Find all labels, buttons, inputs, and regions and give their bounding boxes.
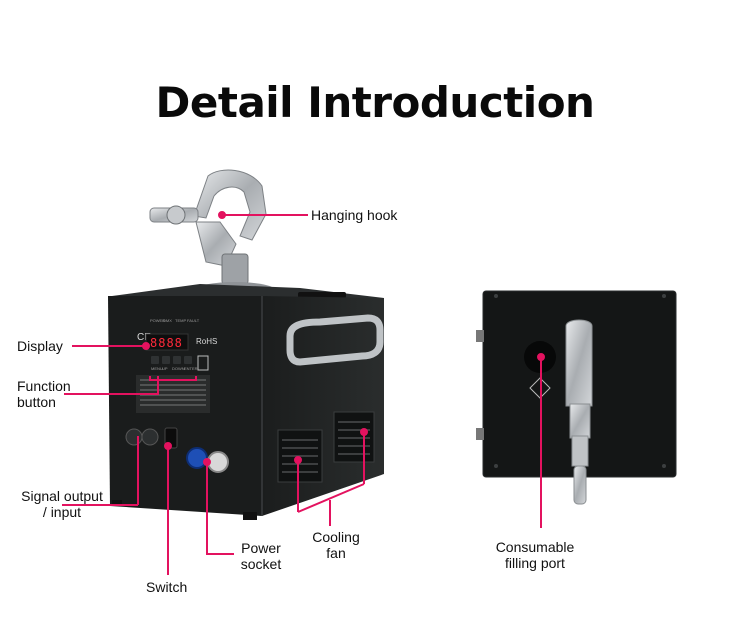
function-buttons bbox=[151, 356, 192, 364]
enter-button[interactable] bbox=[184, 356, 192, 364]
button-label: ENTER bbox=[184, 366, 198, 371]
dmx-out-connector[interactable] bbox=[125, 428, 143, 446]
button-label: MENU bbox=[151, 366, 163, 371]
up-button[interactable] bbox=[162, 356, 170, 364]
signal-label: Signal output / input bbox=[14, 488, 110, 520]
hanging-hook-clamp bbox=[149, 169, 275, 298]
top-leds: POWER DMX TEMP FAULT bbox=[150, 318, 200, 323]
button-label: UP bbox=[162, 366, 168, 371]
manual-icon bbox=[197, 355, 209, 371]
display-readout: 8888 bbox=[150, 336, 183, 350]
function-button-label: Function button bbox=[17, 378, 71, 410]
power-in-socket[interactable] bbox=[186, 447, 208, 469]
menu-button[interactable] bbox=[151, 356, 159, 364]
switch-label: Switch bbox=[146, 579, 188, 595]
button-label: DOWN bbox=[172, 366, 185, 371]
power-socket-label-line1: Power bbox=[241, 540, 281, 556]
callout-lines bbox=[62, 211, 545, 575]
hanging-hook-label: Hanging hook bbox=[311, 207, 398, 223]
dmx-in-connector[interactable] bbox=[141, 428, 159, 446]
ce-mark: CE bbox=[137, 332, 151, 343]
rohs-mark: RoHS bbox=[196, 337, 217, 346]
page-title: Detail Introduction bbox=[155, 78, 595, 127]
led-label: TEMP bbox=[175, 318, 186, 323]
signal-label-line2: / input bbox=[42, 504, 82, 520]
consumable-port-label: Consumable filling port bbox=[480, 539, 590, 571]
signal-label-line1: Signal output bbox=[21, 488, 103, 504]
cooling-fans bbox=[277, 411, 375, 483]
carry-handle bbox=[286, 314, 384, 366]
cooling-fan-label-line1: Cooling bbox=[312, 529, 360, 545]
display-label: Display bbox=[17, 338, 63, 354]
power-socket-label-line2: socket bbox=[240, 556, 282, 572]
consumable-port-label-line1: Consumable bbox=[495, 539, 575, 555]
down-button[interactable] bbox=[173, 356, 181, 364]
function-button-label-line2: button bbox=[17, 394, 56, 410]
led-label: FAULT bbox=[187, 318, 200, 323]
cooling-fan-label-line2: fan bbox=[326, 545, 346, 561]
led-label: DMX bbox=[163, 318, 172, 323]
cooling-fan-label: Cooling fan bbox=[306, 529, 366, 561]
machine-front-view: CE RoHS POWER DMX TEMP FAULT 8888 MENU U… bbox=[108, 169, 384, 520]
power-socket-label: Power socket bbox=[234, 540, 288, 572]
machine-back-view bbox=[476, 290, 677, 505]
consumable-port-label-line2: filling port bbox=[505, 555, 565, 571]
led-label: POWER bbox=[150, 318, 165, 323]
function-button-label-line1: Function bbox=[17, 378, 71, 394]
